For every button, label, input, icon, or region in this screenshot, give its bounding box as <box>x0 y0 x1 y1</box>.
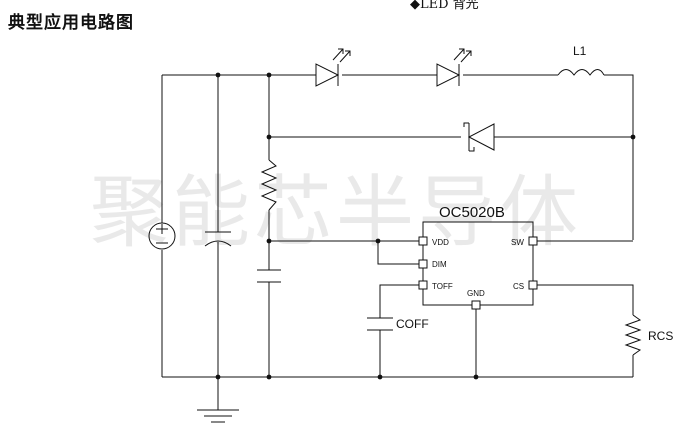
wires <box>161 74 634 410</box>
led-backlight-note: ◆LED 背光 <box>410 0 479 12</box>
led-1-icon <box>315 48 351 87</box>
ground-icon <box>197 409 239 423</box>
pin-dim <box>418 259 428 269</box>
pin-vdd <box>418 236 428 246</box>
page-title: 典型应用电路图 <box>8 13 134 33</box>
ic-oc5020b <box>418 221 538 310</box>
bulk-capacitor-icon <box>204 231 232 247</box>
freewheel-diode-icon <box>463 122 495 152</box>
junction-dots <box>215 72 636 380</box>
pin-label-vdd: VDD <box>432 238 449 247</box>
pin-label-cs: CS <box>513 282 524 291</box>
dc-source-icon <box>148 222 176 250</box>
inductor-label: L1 <box>573 44 587 58</box>
rcs-label: RCS <box>648 329 673 343</box>
pin-gnd <box>471 300 481 310</box>
pin-label-sw: SW <box>511 238 524 247</box>
pin-label-dim: DIM <box>432 260 447 269</box>
ic-name: OC5020B <box>439 204 505 221</box>
coff-capacitor-icon <box>367 317 393 331</box>
vdd-resistor-icon <box>260 159 278 211</box>
pin-toff <box>418 280 428 290</box>
pin-label-gnd: GND <box>467 289 485 298</box>
coff-label: COFF <box>396 317 429 331</box>
led-2-icon <box>436 48 472 87</box>
rcs-resistor-icon <box>624 314 642 356</box>
pin-sw <box>528 236 538 246</box>
watermark: 聚能芯半导体 <box>90 168 583 258</box>
pin-label-toff: TOFF <box>432 282 453 291</box>
inductor-l1-icon <box>557 69 605 76</box>
vdd-capacitor-icon <box>257 269 281 283</box>
pin-cs <box>528 280 538 290</box>
